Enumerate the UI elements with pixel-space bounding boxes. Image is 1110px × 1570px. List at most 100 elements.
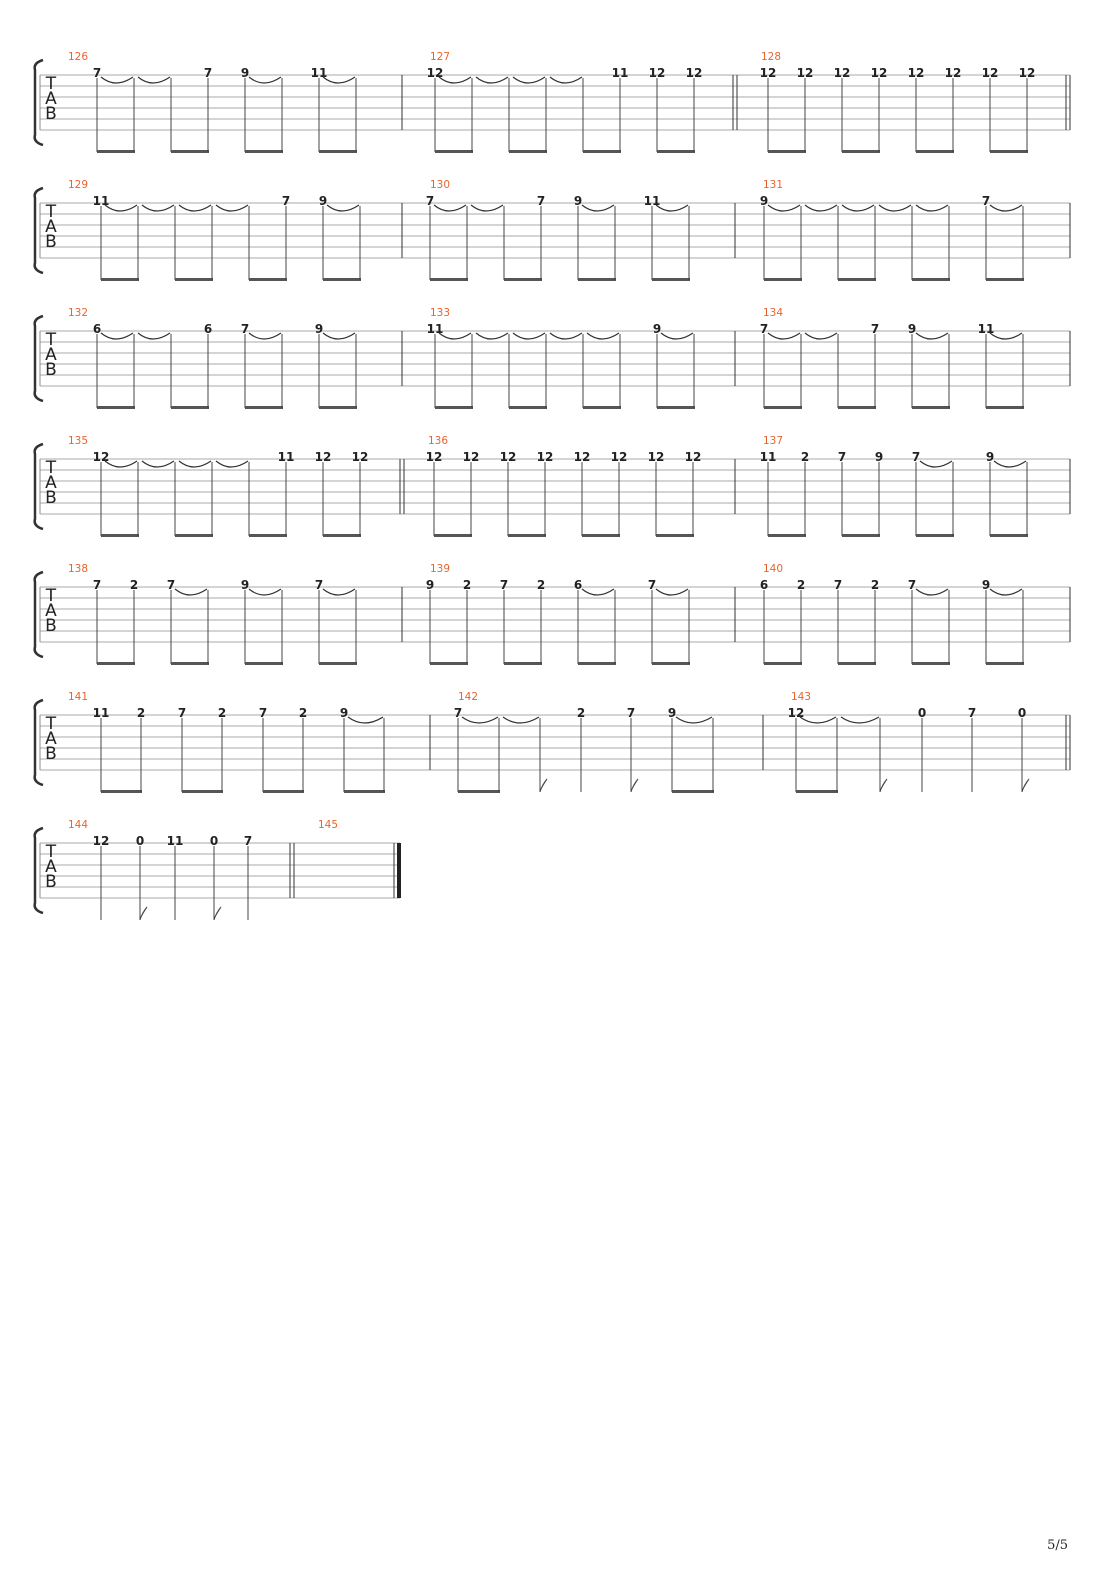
beam (509, 150, 547, 153)
fret-number: 7 (871, 322, 879, 336)
tie-arc (326, 204, 360, 212)
fret-number: 7 (648, 578, 656, 592)
note-flag (213, 906, 222, 921)
fret-number: 7 (93, 66, 101, 80)
tie-arc (178, 204, 212, 212)
fret-number: 11 (93, 194, 110, 208)
beam (672, 790, 714, 793)
measure-number: 139 (430, 563, 450, 575)
beam (986, 406, 1024, 409)
beam (656, 534, 694, 537)
tie-arc (470, 204, 504, 212)
fret-number: 7 (241, 322, 249, 336)
fret-number: 0 (136, 834, 144, 848)
measure-number: 135 (68, 435, 88, 447)
fret-number: 7 (968, 706, 976, 720)
tie-arc (461, 716, 499, 724)
tie-arc (248, 588, 282, 596)
fret-number: 0 (918, 706, 926, 720)
tab-clef-letter: T (45, 202, 57, 222)
beam (504, 278, 542, 281)
tab-clef-letter: A (45, 217, 57, 237)
tab-clef-letter: T (45, 586, 57, 606)
measure-number: 145 (318, 819, 338, 831)
system-bracket (33, 442, 44, 531)
beam (768, 150, 806, 153)
beam (912, 406, 950, 409)
measure-number: 132 (68, 307, 88, 319)
beam (101, 790, 142, 793)
measure-number: 134 (763, 307, 783, 319)
measure-number: 141 (68, 691, 88, 703)
fret-number: 9 (760, 194, 768, 208)
fret-number: 12 (93, 450, 110, 464)
beam (245, 406, 283, 409)
tie-arc (104, 204, 138, 212)
tie-arc (799, 716, 837, 724)
tab-clef-letter: B (45, 104, 57, 124)
fret-number: 12 (788, 706, 805, 720)
tab-clef-letter: B (45, 616, 57, 636)
fret-number: 2 (463, 578, 471, 592)
fret-number: 11 (612, 66, 629, 80)
beam (175, 534, 213, 537)
tab-clef-letter: A (45, 473, 57, 493)
tie-arc (475, 76, 509, 84)
beam (986, 278, 1024, 281)
fret-number: 12 (685, 450, 702, 464)
beam (657, 150, 695, 153)
fret-number: 12 (352, 450, 369, 464)
tie-arc (767, 204, 801, 212)
tie-arc (549, 332, 583, 340)
tie-arc (586, 332, 620, 340)
tab-clef-letter: A (45, 601, 57, 621)
beam (578, 278, 616, 281)
fret-number: 9 (315, 322, 323, 336)
note-flag (539, 778, 548, 793)
note-flag (630, 778, 639, 793)
tab-clef-letter: T (45, 330, 57, 350)
fret-number: 7 (500, 578, 508, 592)
measure-number: 127 (430, 51, 450, 63)
note-flag (879, 778, 888, 793)
fret-number: 12 (908, 66, 925, 80)
tie-arc (512, 76, 546, 84)
beam (97, 406, 135, 409)
tie-arc (215, 204, 249, 212)
tab-clef-letter: B (45, 232, 57, 252)
fret-number: 11 (978, 322, 995, 336)
tab-clef-letter: T (45, 458, 57, 478)
tie-arc (767, 332, 801, 340)
tie-arc (100, 76, 134, 84)
tie-arc (137, 76, 171, 84)
fret-number: 12 (315, 450, 332, 464)
fret-number: 9 (653, 322, 661, 336)
tie-arc (100, 332, 134, 340)
tab-clef-letter: T (45, 714, 57, 734)
fret-number: 12 (649, 66, 666, 80)
beam (842, 534, 880, 537)
measure-number: 138 (68, 563, 88, 575)
tie-arc (919, 460, 953, 468)
fret-number: 7 (167, 578, 175, 592)
fret-number: 9 (241, 578, 249, 592)
fret-number: 2 (577, 706, 585, 720)
measure-number: 133 (430, 307, 450, 319)
fret-number: 0 (1018, 706, 1026, 720)
system-bracket (33, 58, 44, 147)
beam (249, 278, 287, 281)
tie-arc (502, 716, 540, 724)
fret-number: 12 (463, 450, 480, 464)
fret-number: 7 (282, 194, 290, 208)
measure-number: 144 (68, 819, 88, 831)
final-barline-thick (397, 843, 401, 898)
fret-number: 12 (426, 450, 443, 464)
beam (101, 534, 139, 537)
fret-number: 12 (93, 834, 110, 848)
fret-number: 9 (574, 194, 582, 208)
beam (435, 406, 473, 409)
